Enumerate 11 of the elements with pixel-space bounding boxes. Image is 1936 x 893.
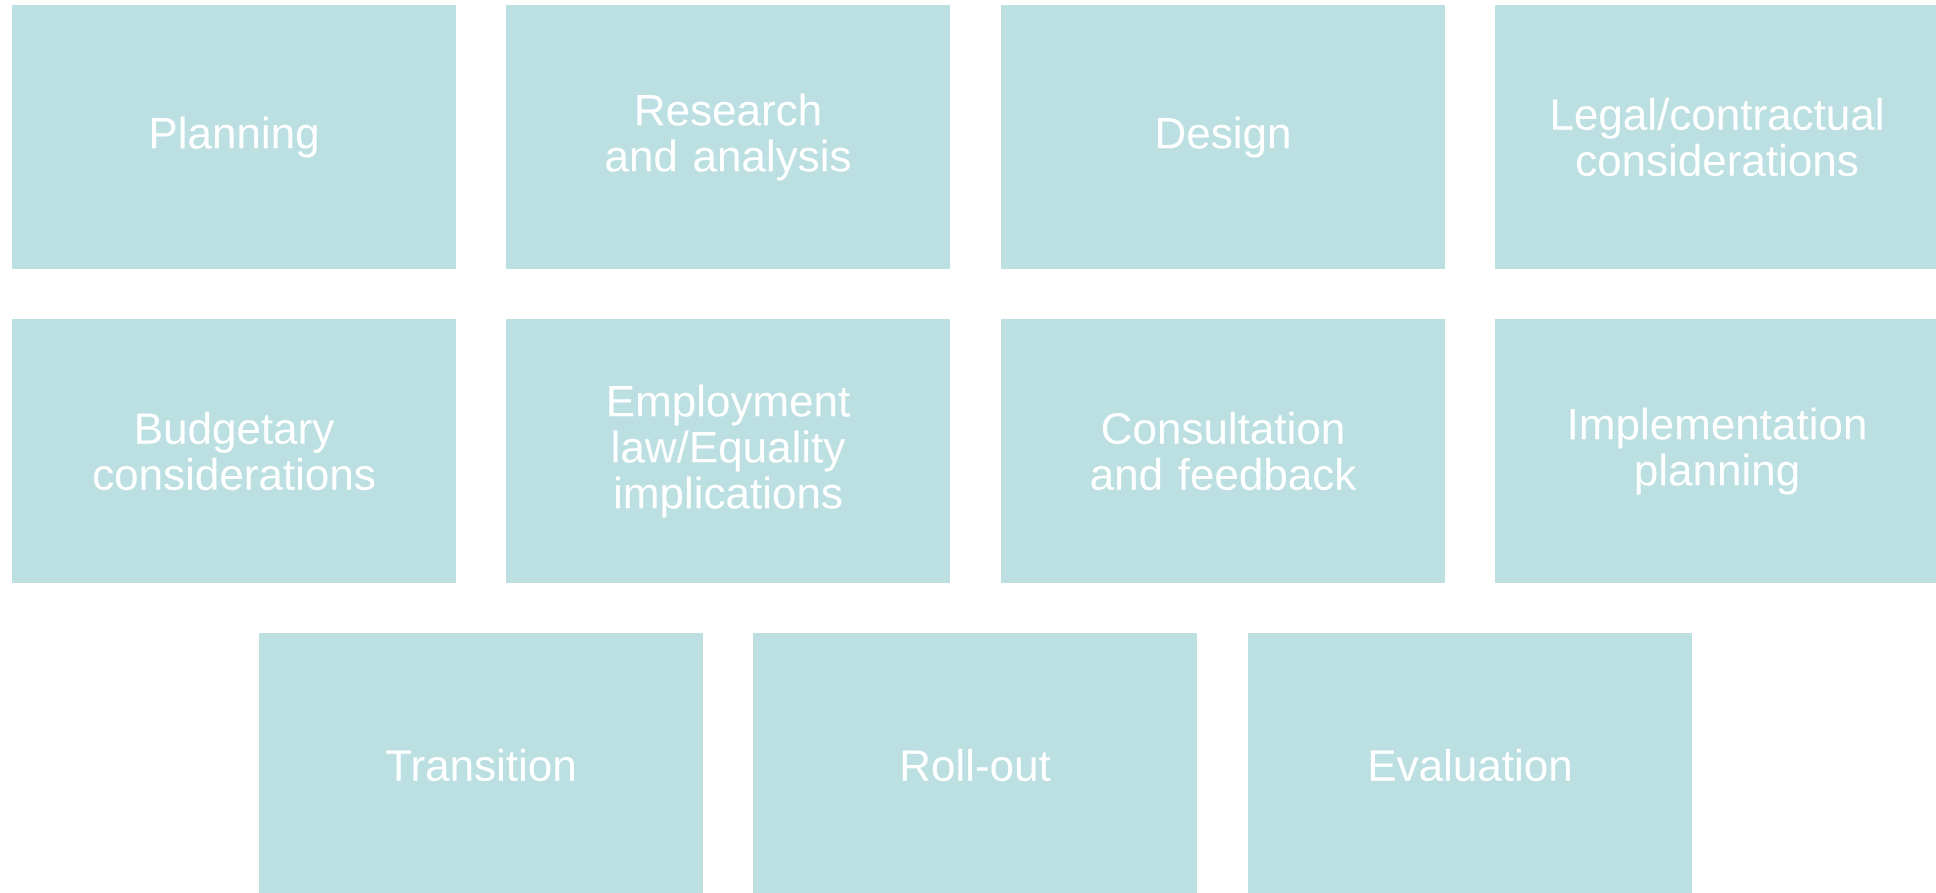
process-box: Budgetary considerations [12, 319, 456, 583]
process-box: Research and analysis [506, 5, 950, 269]
process-box: Planning [12, 5, 456, 269]
process-box: Consultation and feedback [1001, 319, 1445, 583]
process-box: Employment law/Equality implications [506, 319, 950, 583]
process-box: Roll-out [753, 633, 1197, 893]
process-box: Evaluation [1248, 633, 1692, 893]
process-box: Transition [259, 633, 703, 893]
process-box: Design [1001, 5, 1445, 269]
process-box: Legal/contractual considerations [1495, 5, 1936, 269]
process-box: Implementation planning [1495, 319, 1936, 583]
